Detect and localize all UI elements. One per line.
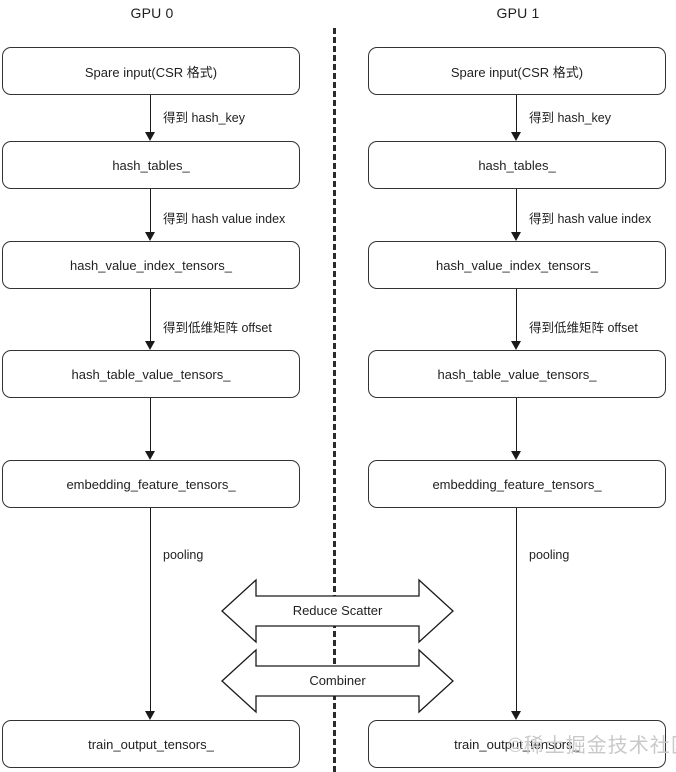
node-train-output-tensors-gpu1[interactable]: train_output_tensors_ — [368, 720, 666, 768]
connector-label-gpu1-5: pooling — [529, 548, 570, 562]
node-hash-tables-gpu1[interactable]: hash_tables_ — [368, 141, 666, 189]
connector-gpu1-5 — [508, 508, 526, 720]
node-hash-table-value-tensors-gpu0[interactable]: hash_table_value_tensors_ — [2, 350, 300, 398]
column-header-gpu1: GPU 1 — [496, 5, 540, 21]
node-spare-input-gpu0[interactable]: Spare input(CSR 格式) — [2, 47, 300, 95]
node-hash-tables-gpu0[interactable]: hash_tables_ — [2, 141, 300, 189]
column-header-gpu0: GPU 0 — [130, 5, 174, 21]
connector-label-gpu0-1: 得到 hash_key — [163, 111, 245, 125]
bidi-arrow-label-combiner: Combiner — [309, 673, 366, 688]
connector-label-gpu0-2: 得到 hash value index — [163, 212, 286, 226]
bidi-arrow-reduce-scatter[interactable]: Reduce Scatter — [220, 578, 455, 644]
connector-label-gpu0-5: pooling — [163, 548, 204, 562]
connector-gpu1-3 — [508, 289, 526, 350]
bidi-arrow-combiner[interactable]: Combiner — [220, 648, 455, 714]
connector-gpu1-2 — [508, 189, 526, 241]
connector-label-gpu1-3: 得到低维矩阵 offset — [529, 321, 638, 335]
connector-gpu0-5 — [142, 508, 160, 720]
connector-gpu0-1 — [142, 95, 160, 141]
connector-label-gpu1-2: 得到 hash value index — [529, 212, 652, 226]
connector-gpu0-2 — [142, 189, 160, 241]
connector-gpu0-3 — [142, 289, 160, 350]
node-embedding-feature-tensors-gpu1[interactable]: embedding_feature_tensors_ — [368, 460, 666, 508]
connector-label-gpu0-3: 得到低维矩阵 offset — [163, 321, 272, 335]
connector-gpu1-4 — [508, 398, 526, 460]
connector-gpu0-4 — [142, 398, 160, 460]
connector-gpu1-1 — [508, 95, 526, 141]
bidi-arrow-label-reduce-scatter: Reduce Scatter — [292, 603, 383, 618]
node-embedding-feature-tensors-gpu0[interactable]: embedding_feature_tensors_ — [2, 460, 300, 508]
node-spare-input-gpu1[interactable]: Spare input(CSR 格式) — [368, 47, 666, 95]
node-hash-value-index-tensors-gpu0[interactable]: hash_value_index_tensors_ — [2, 241, 300, 289]
node-hash-value-index-tensors-gpu1[interactable]: hash_value_index_tensors_ — [368, 241, 666, 289]
connector-label-gpu1-1: 得到 hash_key — [529, 111, 611, 125]
node-hash-table-value-tensors-gpu1[interactable]: hash_table_value_tensors_ — [368, 350, 666, 398]
gpu-divider-dashed-line — [333, 28, 336, 772]
node-train-output-tensors-gpu0[interactable]: train_output_tensors_ — [2, 720, 300, 768]
